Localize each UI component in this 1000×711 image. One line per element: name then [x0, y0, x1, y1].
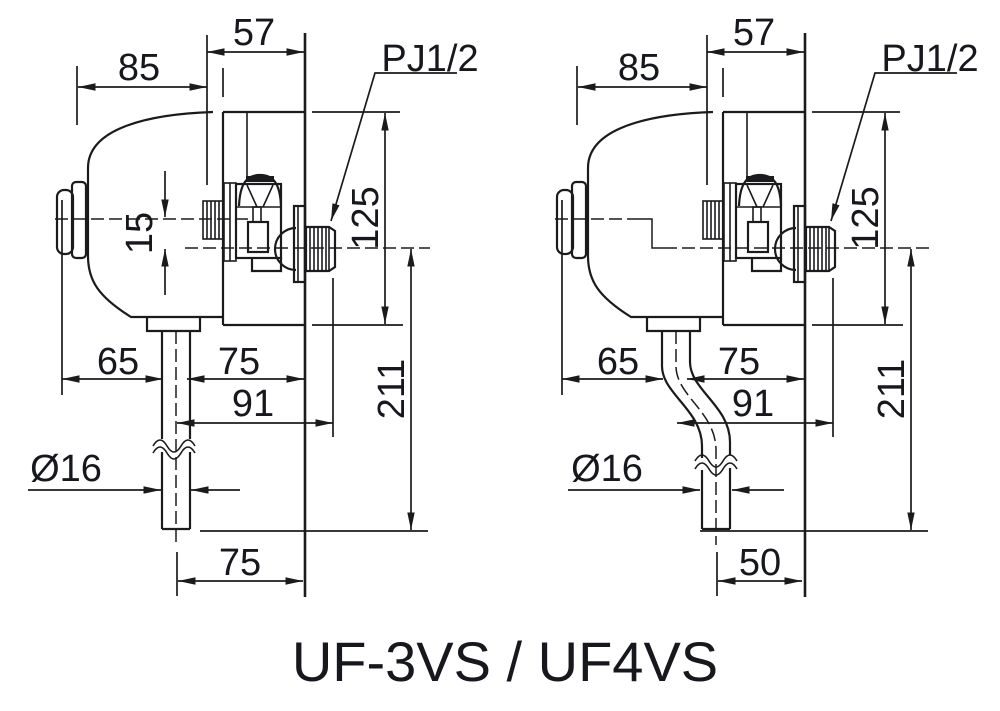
valve-block: [234, 182, 283, 260]
thread-type-label: PJ1/2: [381, 38, 478, 80]
pipe-break-symbol: [152, 439, 196, 460]
outlet-thread-hatch: [809, 227, 830, 271]
inlet-thread-stub: [702, 200, 724, 240]
valve-plunger: [746, 220, 770, 254]
dim-125-label: 125: [845, 186, 887, 249]
thread-leader-line: [330, 72, 457, 222]
valve-block-step: [750, 258, 783, 273]
dim-57-ext: [206, 35, 224, 185]
dim-50b-label: 50: [739, 542, 781, 584]
dim-125-label: 125: [345, 186, 387, 249]
dim-57-ext: [706, 35, 724, 185]
dimensions-right: 85 57 PJ1/2 125 211 65 75 91 Ø16 5: [561, 12, 979, 596]
outlet-bracket: [145, 317, 202, 333]
fixture-outline-right: [555, 33, 837, 597]
valve-funnel: [246, 184, 274, 208]
dim-75-label: 75: [218, 341, 260, 383]
dim-65-label: 65: [97, 341, 139, 383]
drawing-right-uf4vs: 85 57 PJ1/2 125 211 65 75 91 Ø16 5: [555, 12, 979, 597]
inlet-thread-stub: [202, 200, 224, 240]
pipe-centerline: [675, 331, 717, 545]
valve-funnel: [746, 184, 774, 208]
dim-91-label: 91: [732, 383, 774, 425]
dim-75b-label: 75: [219, 542, 261, 584]
valve-dome: [237, 173, 283, 207]
straight-outlet-pipe: [160, 331, 192, 531]
drawing-left-uf3vs: 85 57 15 PJ1/2 125 211 65 75 91 Ø1: [28, 12, 479, 597]
dim-15-label: 15: [119, 212, 161, 254]
valve-block-step: [250, 258, 283, 273]
inlet-thread-hatch: [206, 201, 220, 239]
push-button-ring: [70, 180, 88, 260]
valve-dome: [737, 173, 783, 207]
ball-joint: [773, 226, 797, 272]
dim-57-label: 57: [233, 12, 275, 54]
dim-dia16-label: Ø16: [571, 448, 643, 490]
ball-joint: [273, 226, 297, 272]
dim-125-ext: [312, 111, 403, 326]
valve-plunger: [246, 220, 270, 254]
dim-125-ext: [812, 111, 903, 326]
dim-dia16-label: Ø16: [30, 448, 102, 490]
centerlines-left: [55, 218, 430, 545]
valve-block: [734, 182, 783, 260]
dim-211-label: 211: [871, 359, 913, 420]
inlet-thread-hatch: [706, 201, 720, 239]
push-button-cap: [555, 188, 575, 256]
outlet-thread-hatch: [309, 227, 330, 271]
valve-stem: [252, 206, 262, 223]
dim-85-label: 85: [118, 47, 160, 89]
dim-57-label: 57: [733, 12, 775, 54]
dim-211-label: 211: [371, 359, 413, 420]
valve-body-shell: [586, 110, 723, 319]
dim-75-label: 75: [718, 341, 760, 383]
thread-type-label: PJ1/2: [881, 38, 978, 80]
dim-91-label: 91: [232, 383, 274, 425]
valve-body-shell: [86, 110, 223, 319]
dim-65-label: 65: [597, 341, 639, 383]
bent-outlet-pipe: [660, 331, 732, 531]
valve-dome-band: [246, 176, 274, 182]
outlet-bracket: [645, 317, 702, 333]
fixture-outline-left: [55, 33, 337, 597]
thread-leader-line: [830, 72, 957, 222]
dim-85-label: 85: [618, 47, 660, 89]
centerline-offset-step: [640, 218, 664, 249]
dimensions-left: 85 57 15 PJ1/2 125 211 65 75 91 Ø1: [28, 12, 479, 596]
push-button-cap: [55, 188, 75, 256]
model-title: UF-3VS / UF4VS: [292, 630, 718, 693]
valve-stem: [752, 206, 762, 223]
push-button-ring: [570, 180, 588, 260]
valve-dome-band: [746, 176, 774, 182]
